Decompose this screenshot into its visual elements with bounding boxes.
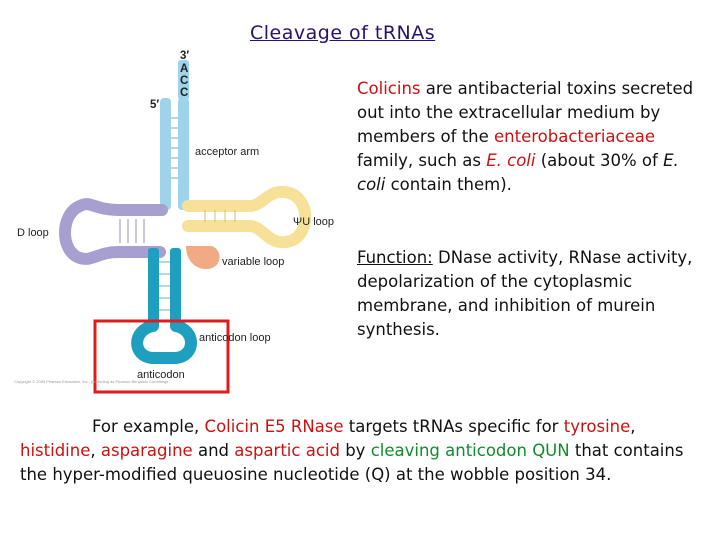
acc-tail	[178, 60, 189, 100]
term-histidine: histidine	[20, 441, 91, 460]
example-paragraph: For example, Colicin E5 RNase targets tR…	[20, 415, 710, 487]
term-colicin-e5: Colicin E5 RNase	[204, 417, 344, 436]
term-ecoli-2: E. coli	[357, 151, 679, 194]
d-arm	[59, 198, 168, 265]
term-asparagine: asparagine	[100, 441, 193, 460]
colicins-paragraph: Colicins are antibacterial toxins secret…	[357, 77, 707, 197]
anticodon-stem-left	[148, 248, 159, 328]
para1-text3: (about 30% of	[535, 151, 664, 170]
label-c2: C	[180, 87, 188, 99]
para3-text1: For example,	[92, 417, 205, 436]
label-variable-loop: variable loop	[222, 256, 284, 268]
t-arm	[182, 185, 312, 249]
para1-text2: family, such as	[357, 151, 487, 170]
term-aspartic-acid: aspartic acid	[234, 441, 340, 460]
para3-comma1: ,	[630, 417, 636, 436]
label-c1: C	[180, 75, 188, 87]
variable-loop-shape	[186, 246, 220, 270]
label-anticodon: anticodon	[137, 369, 185, 381]
para3-text3: and	[192, 441, 235, 460]
para3-text5: that contains the hyper-modified queuosi…	[20, 441, 684, 484]
para3-comma2: ,	[90, 441, 101, 460]
para3-text2: targets tRNAs specific for	[343, 417, 564, 436]
trna-diagram: 3′ A C C 5′ acceptor arm ΨU loop D loop …	[14, 50, 334, 394]
label-d-loop: D loop	[17, 227, 49, 239]
function-text: DNase activity, RNase activity, depolari…	[357, 248, 693, 339]
term-enterobacteriaceae: enterobacteriaceae	[494, 127, 656, 146]
label-tpsi-loop: ΨU loop	[293, 216, 334, 228]
copyright-note: Copyright © 2009 Pearson Education, Inc.…	[14, 379, 168, 384]
term-tyrosine: tyrosine	[563, 417, 631, 436]
term-colicins: Colicins	[357, 79, 421, 98]
para1-text1: are antibacterial toxins secreted out in…	[357, 79, 694, 146]
term-ecoli: E. coli	[486, 151, 536, 170]
anticodon-stem-right	[170, 248, 181, 328]
function-paragraph: Function: DNase activity, RNase activity…	[357, 246, 712, 342]
label-3prime: 3′	[180, 50, 189, 62]
para1-text4: contain them).	[385, 175, 512, 194]
para3-text4: by	[339, 441, 371, 460]
acceptor-stem-3prime	[178, 98, 189, 210]
label-a: A	[180, 63, 188, 75]
acceptor-stem-5prime	[160, 98, 171, 210]
label-anticodon-loop: anticodon loop	[199, 332, 271, 344]
slide-title: Cleavage of tRNAs	[250, 22, 436, 44]
anticodon-loop-shape	[131, 320, 197, 364]
function-label: Function:	[357, 248, 433, 267]
label-acceptor-arm: acceptor arm	[195, 146, 259, 158]
anticodon-highlight-box	[93, 319, 230, 394]
label-5prime: 5′	[150, 99, 159, 111]
term-cleaving-anticodon: cleaving anticodon QUN	[370, 441, 570, 460]
